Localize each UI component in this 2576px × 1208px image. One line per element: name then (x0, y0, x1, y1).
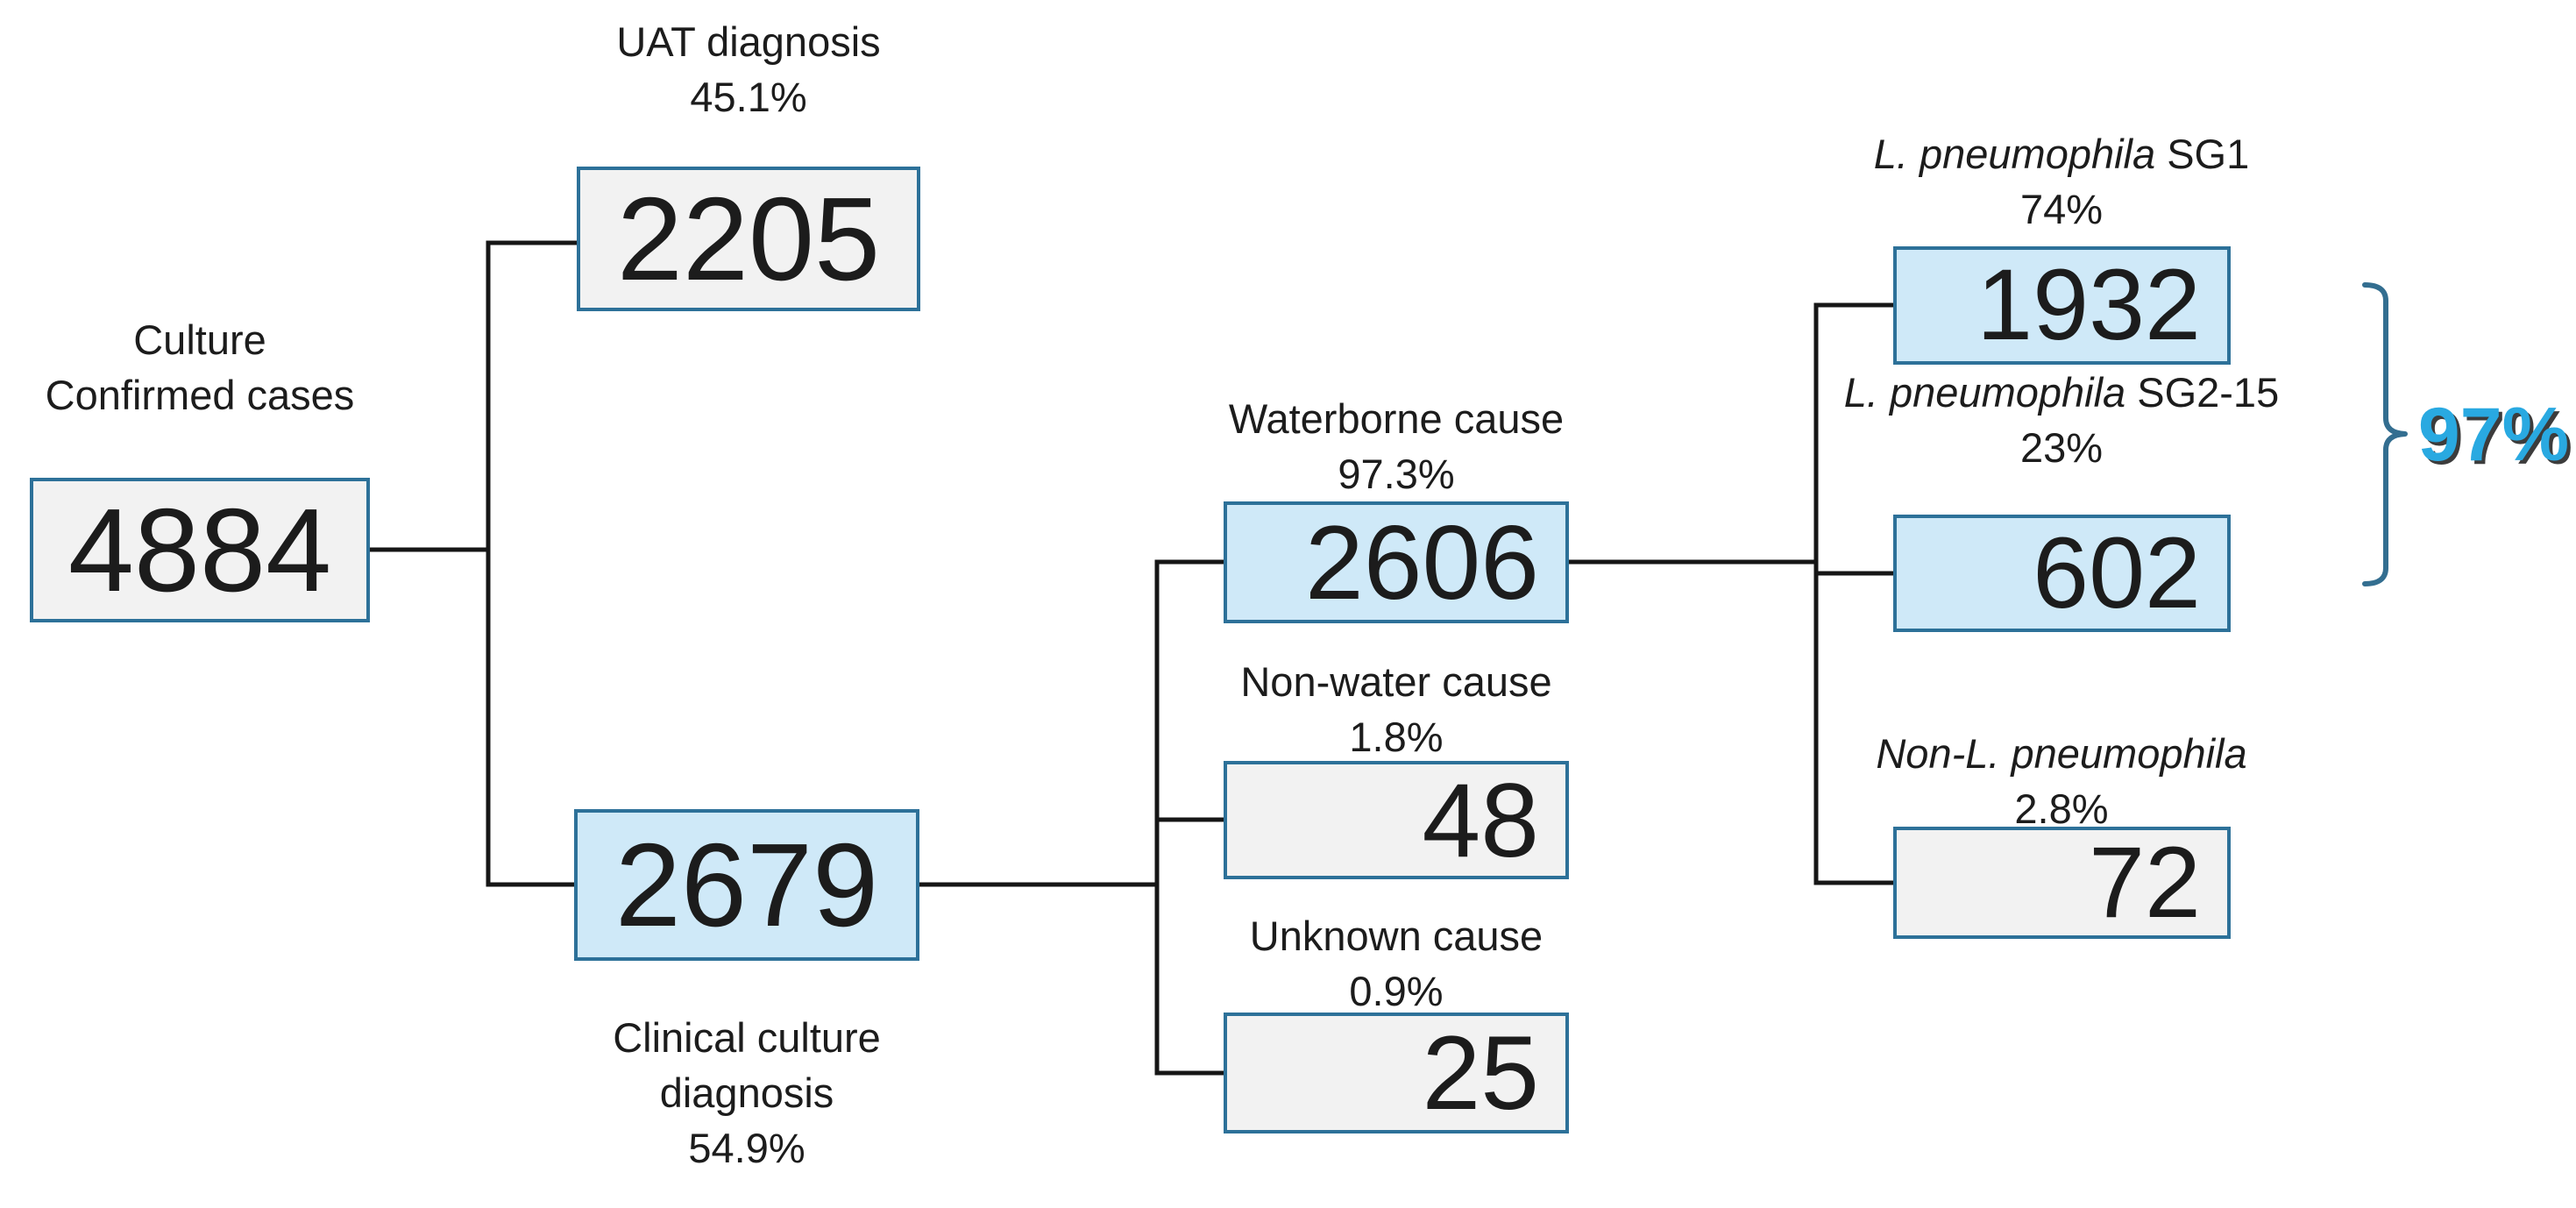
node-clinical-value: 2679 (614, 819, 879, 951)
node-unknown-box: 25 (1224, 1013, 1569, 1133)
label-unknown-cause: Unknown cause 0.9% (1133, 908, 1659, 1019)
label-non-lp-species: Non-L. pneumophila (1876, 730, 2247, 777)
node-sg215-value: 602 (2033, 516, 2201, 629)
node-waterborne-box: 2606 (1224, 501, 1569, 623)
label-unknown-cause-text: Unknown cause (1249, 913, 1543, 959)
label-waterborne-cause-text: Waterborne cause (1228, 395, 1565, 442)
label-non-lp-pct: 2.8% (2014, 785, 2109, 832)
node-sg215-box: 602 (1893, 515, 2231, 632)
bracket-percentage-label: 97% (2417, 393, 2570, 477)
node-nonwater-value: 48 (1422, 761, 1539, 879)
label-uat-diagnosis-text: UAT diagnosis (616, 18, 881, 65)
label-lp-sg1-text: L. pneumophila SG1 (1799, 126, 2324, 181)
label-lp-sg215-text: L. pneumophila SG2-15 (1799, 365, 2324, 420)
label-clinical-culture-pct: 54.9% (688, 1125, 805, 1171)
label-waterborne-cause-pct: 97.3% (1338, 451, 1455, 497)
label-nonwater-cause: Non-water cause 1.8% (1133, 654, 1659, 764)
label-lp-sg215-species: L. pneumophila (1843, 369, 2126, 416)
label-non-lp: Non-L. pneumophila 2.8% (1799, 726, 2324, 836)
label-unknown-cause-pct: 0.9% (1349, 968, 1444, 1014)
label-uat-diagnosis: UAT diagnosis 45.1% (486, 14, 1011, 124)
connector-root-branch (368, 240, 578, 887)
connector-waterborne-branch (1569, 302, 1893, 885)
label-lp-sg1-species: L. pneumophila (1873, 131, 2156, 177)
label-nonwater-cause-text: Non-water cause (1240, 658, 1552, 705)
label-waterborne-cause: Waterborne cause 97.3% (1133, 391, 1659, 501)
node-sg1-value: 1932 (1976, 249, 2201, 361)
connector-clinical-branch (919, 559, 1224, 1076)
node-clinical-box: 2679 (574, 809, 919, 961)
node-root-box: 4884 (30, 478, 370, 622)
label-lp-sg215: L. pneumophila SG2-15 23% (1799, 365, 2324, 475)
node-waterborne-value: 2606 (1305, 503, 1539, 622)
node-nonlp-value: 72 (2089, 826, 2201, 939)
node-unknown-value: 25 (1422, 1014, 1539, 1132)
label-lp-sg1-suffix: SG1 (2155, 131, 2250, 177)
node-sg1-box: 1932 (1893, 246, 2231, 365)
label-culture-confirmed-text: Culture Confirmed cases (45, 316, 355, 418)
node-nonwater-box: 48 (1224, 761, 1569, 879)
label-lp-sg215-suffix: SG2-15 (2125, 369, 2280, 416)
node-uat-box: 2205 (577, 167, 920, 311)
label-non-lp-text: Non-L. pneumophila (1799, 726, 2324, 781)
node-root-value: 4884 (67, 484, 332, 616)
node-uat-value: 2205 (616, 173, 881, 305)
label-lp-sg1-pct: 74% (2019, 186, 2104, 232)
group-bracket (2362, 282, 2408, 586)
label-uat-diagnosis-pct: 45.1% (690, 74, 807, 120)
label-clinical-culture: Clinical culture diagnosis 54.9% (484, 1010, 1010, 1176)
label-lp-sg1: L. pneumophila SG1 74% (1799, 126, 2324, 237)
label-culture-confirmed: Culture Confirmed cases (0, 312, 436, 423)
node-nonlp-box: 72 (1893, 827, 2231, 939)
label-nonwater-cause-pct: 1.8% (1349, 714, 1444, 760)
label-clinical-culture-text: Clinical culture diagnosis (613, 1014, 881, 1116)
label-lp-sg215-pct: 23% (2019, 424, 2104, 471)
